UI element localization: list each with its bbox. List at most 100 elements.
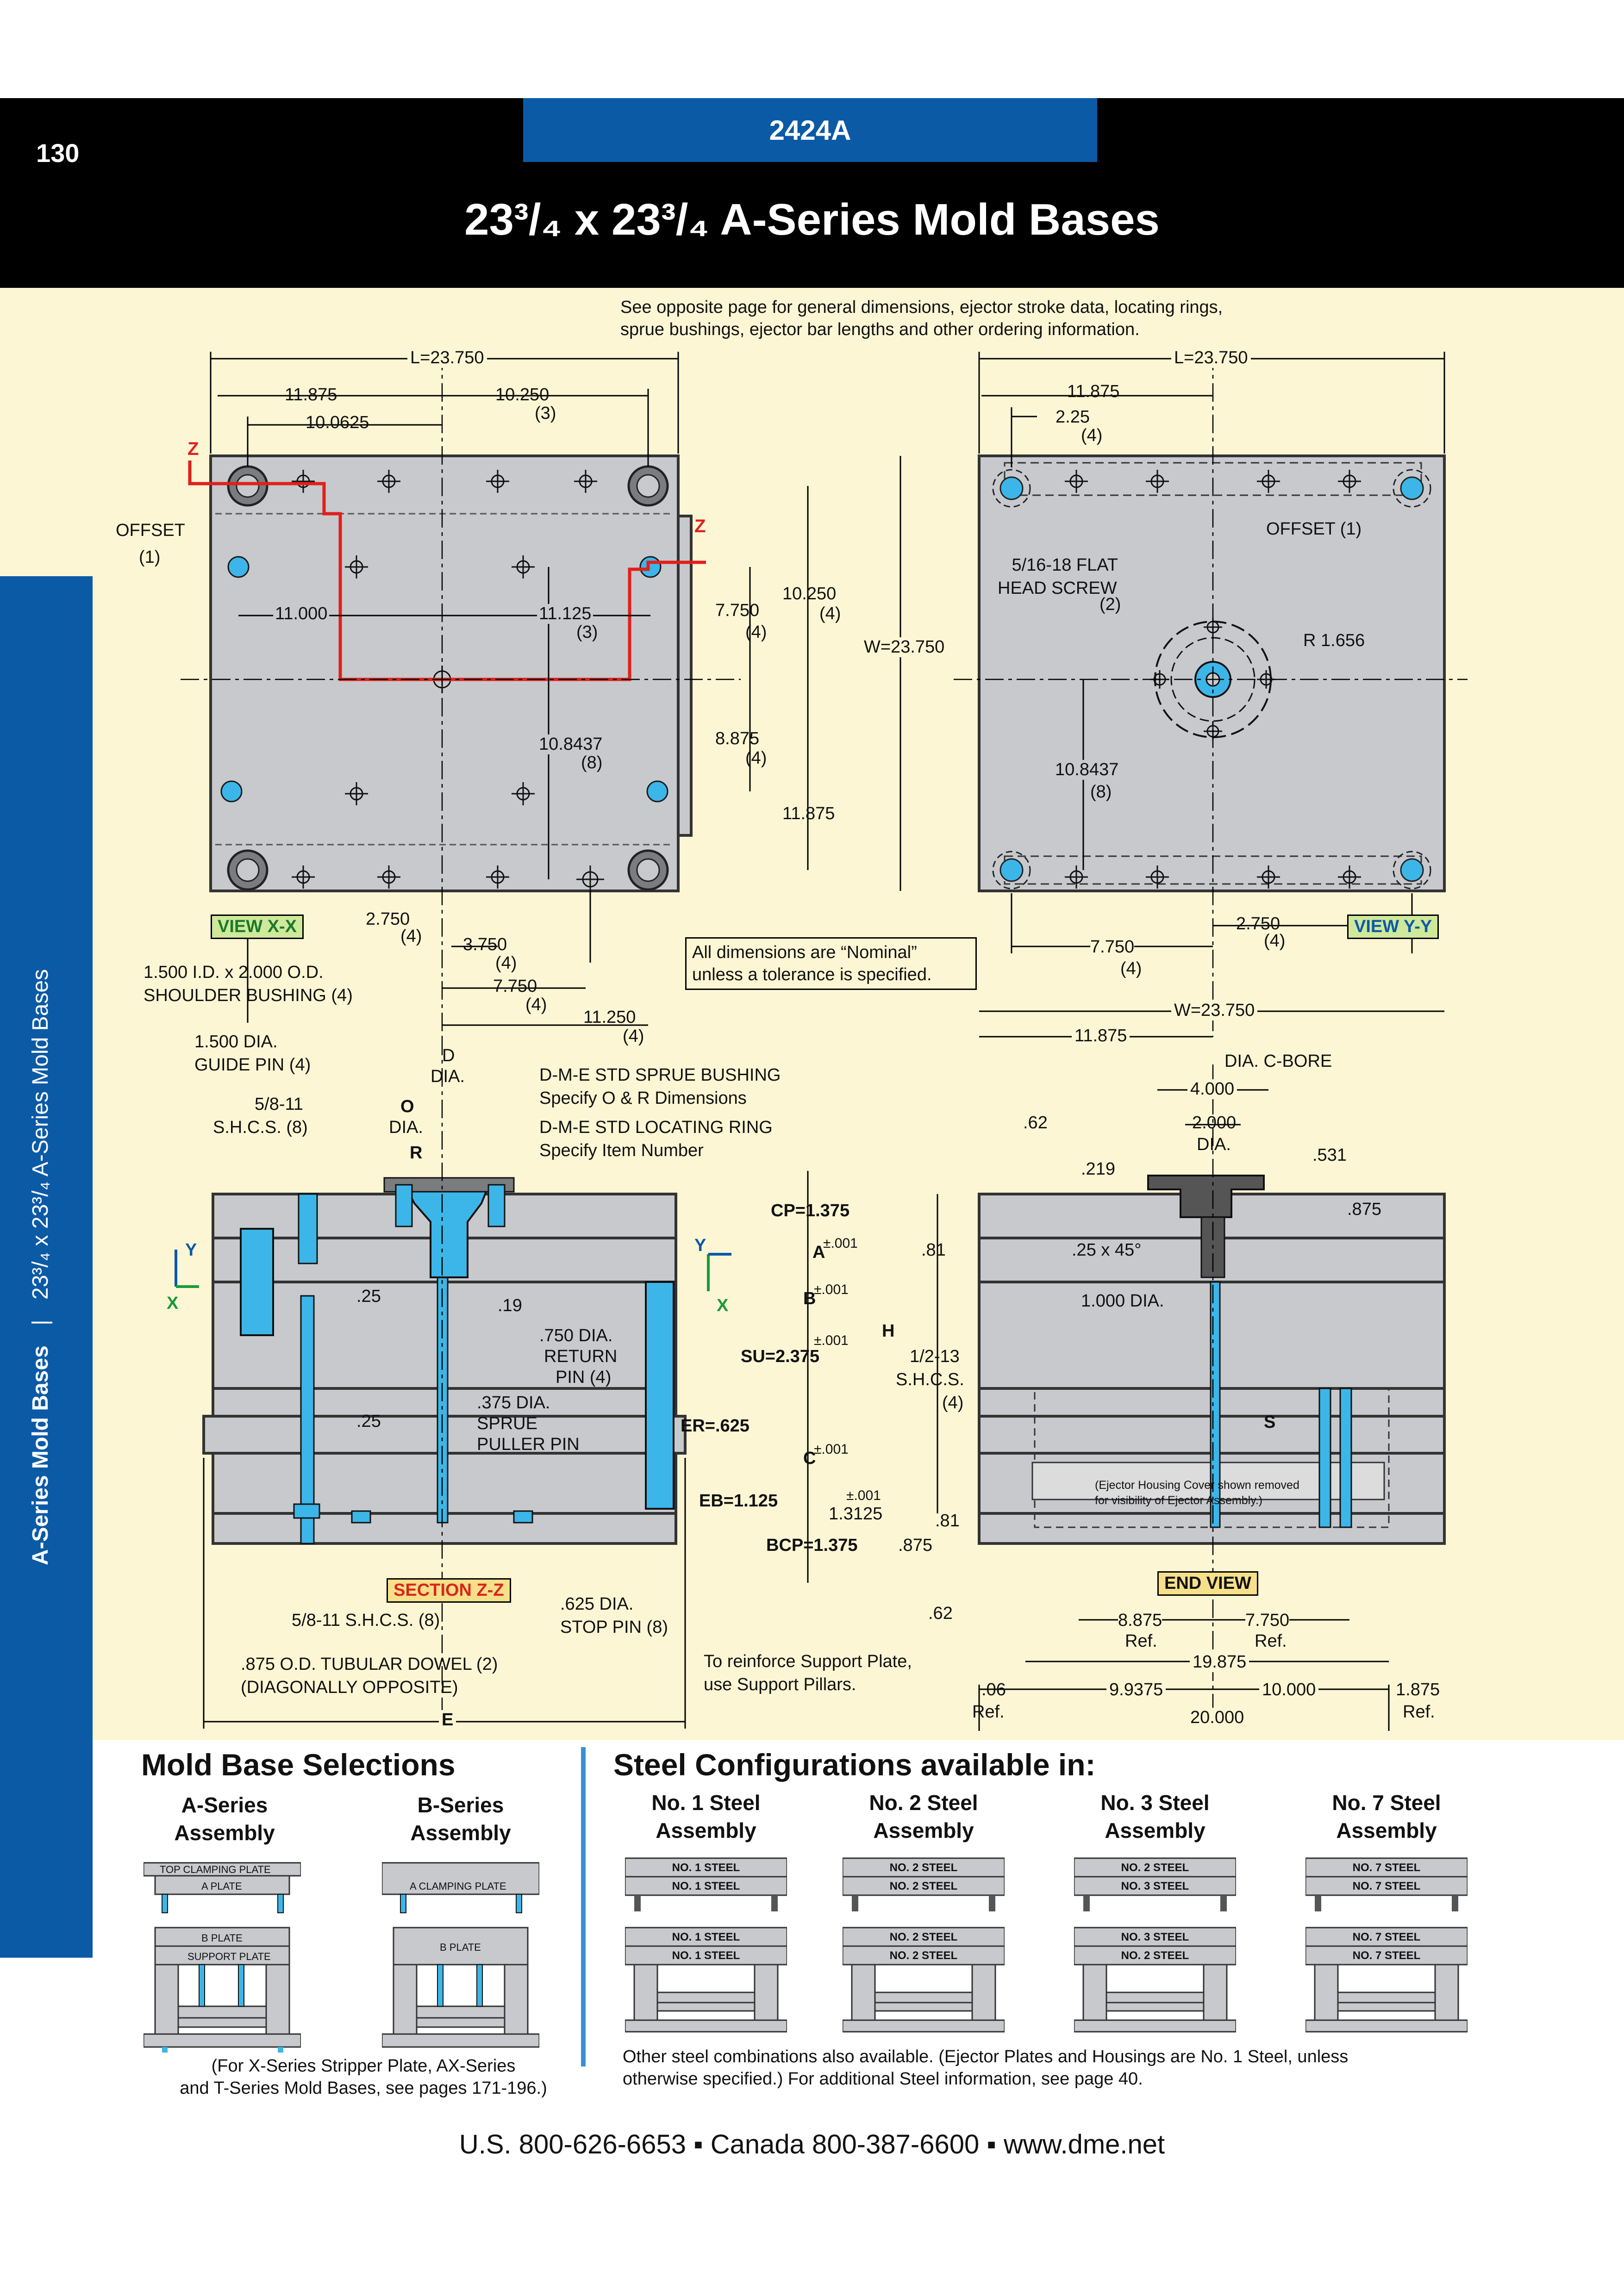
steel-label-top2: NO. 7 STEEL <box>1352 1880 1421 1892</box>
dim-8875-end: 8.875 <box>1118 1611 1162 1630</box>
cbore-label: DIA. C-BORE <box>1224 1052 1332 1071</box>
a-series-diagram: TOP CLAMPING PLATE A PLATE B PLATE SUPPO… <box>143 1858 302 2053</box>
screw-label-1: 5/16-18 FLAT <box>1012 555 1118 575</box>
dim-7750-end: 7.750 <box>1245 1611 1290 1630</box>
steel-note-2: otherwise specified.) For additional Ste… <box>623 2069 1143 2089</box>
a-series-title-2: Assembly <box>174 1821 275 1845</box>
page-number: 130 <box>36 138 80 168</box>
d-dia-label: D <box>442 1046 455 1065</box>
view-xx-label: VIEW X-X <box>211 915 304 939</box>
footer-contact: U.S. 800-626-6653 ▪ Canada 800-387-6600 … <box>459 2129 1165 2159</box>
dim-1875: 1.875 <box>1396 1680 1440 1699</box>
steel-column-title-2: Assembly <box>1105 1818 1206 1842</box>
bushing-callout-2: SHOULDER BUSHING (4) <box>144 986 353 1005</box>
steel-column-title-2: Assembly <box>656 1818 756 1842</box>
section-divider <box>581 1747 586 2066</box>
steel-label-top2: NO. 1 STEEL <box>672 1880 740 1892</box>
steel-label-top2: NO. 3 STEEL <box>1121 1880 1189 1892</box>
end-view-drawing <box>978 1010 1446 1731</box>
dim-2750-qty: (4) <box>400 927 422 946</box>
axis-x-right: X <box>717 1296 729 1315</box>
dim-su-tol: ±.001 <box>814 1333 849 1348</box>
dowel-callout-1: .875 O.D. TUBULAR DOWEL (2) <box>241 1655 498 1674</box>
dim-3750-qty: (4) <box>495 953 517 973</box>
support-note-line1: To reinforce Support Plate, <box>704 1652 912 1671</box>
support-plate-label: SUPPORT PLATE <box>187 1951 271 1962</box>
dim-e: E <box>439 1710 456 1730</box>
side-tab <box>0 576 93 1958</box>
b-a-clamp-label: A CLAMPING PLATE <box>410 1880 506 1892</box>
dim-1000-dia: 1.000 DIA. <box>1081 1291 1164 1311</box>
steel-label-top1: NO. 2 STEEL <box>889 1861 958 1874</box>
dim-20000: 20.000 <box>1187 1708 1247 1728</box>
steel-column-title-2: Assembly <box>1336 1818 1437 1842</box>
bushing-callout-1: 1.500 I.D. x 2.000 O.D. <box>144 963 324 982</box>
steel-label-bot1: NO. 1 STEEL <box>672 1931 740 1943</box>
steel-column-title-1: No. 7 Steel <box>1332 1791 1441 1815</box>
view-xx-plate <box>181 352 741 1037</box>
radius-label: R 1.656 <box>1303 631 1365 650</box>
ref-2: Ref. <box>1255 1631 1287 1651</box>
dim-10250-qty: (3) <box>535 404 556 423</box>
sprue-callout-1: D-M-E STD SPRUE BUSHING <box>539 1065 781 1085</box>
section-marker-z-left: Z <box>187 439 199 459</box>
b-series-title-2: Assembly <box>410 1821 511 1845</box>
steel-note: Other steel combinations also available.… <box>623 2046 1595 2090</box>
steel-column-title-1: No. 1 Steel <box>651 1791 761 1815</box>
dim-yy-225-qty: (4) <box>1081 426 1103 445</box>
dim-219: .219 <box>1081 1159 1115 1179</box>
dim-19875: 19.875 <box>1190 1652 1249 1672</box>
guide-pin-callout-1: 1.500 DIA. <box>194 1032 278 1052</box>
b-series-diagram: A CLAMPING PLATE B PLATE <box>381 1858 540 2053</box>
dim-7750-qty: (4) <box>745 622 767 642</box>
dowel-callout-2: (DIAGONALLY OPPOSITE) <box>241 1678 458 1697</box>
cover-note-2: for visibility of Ejector Assembly.) <box>1095 1494 1263 1507</box>
dim-100625: 10.0625 <box>306 413 369 432</box>
dim-11875-v: 11.875 <box>782 804 835 823</box>
steel-column-title-2: Assembly <box>873 1818 974 1842</box>
dim-62b: .62 <box>928 1604 953 1623</box>
view-yy-label: VIEW Y-Y <box>1347 915 1439 939</box>
support-note-line2: use Support Pillars. <box>704 1675 856 1694</box>
dim-25b: .25 <box>356 1412 381 1431</box>
intro-note-line2: sprue bushings, ejector bar lengths and … <box>620 320 1140 339</box>
b-plate-label: B PLATE <box>201 1932 243 1944</box>
axis-x-left: X <box>167 1294 179 1313</box>
ring-callout-2: Specify Item Number <box>539 1141 704 1160</box>
dim-81a: .81 <box>921 1240 946 1260</box>
dim-62a: .62 <box>1023 1113 1048 1132</box>
dim-l-yy: L=23.750 <box>1171 348 1251 368</box>
cover-note-1: (Ejector Housing Cover shown removed <box>1095 1479 1299 1492</box>
dim-10000: 10.000 <box>1259 1680 1319 1700</box>
dim-end-11875: 11.875 <box>1072 1026 1130 1046</box>
steel-label-bot1: NO. 3 STEEL <box>1121 1931 1189 1943</box>
o-dia-label: O <box>400 1097 414 1116</box>
offset-label: OFFSET <box>116 521 185 540</box>
section-marker-z-right: Z <box>694 516 706 536</box>
o-dia-label-2: DIA. <box>389 1118 423 1137</box>
return-pin-1: .750 DIA. <box>539 1326 613 1345</box>
shcs-low-callout: 5/8-11 S.H.C.S. (8) <box>292 1611 440 1630</box>
dim-a-tol: ±.001 <box>823 1236 858 1251</box>
dim-c: C <box>803 1449 816 1468</box>
dim-w-end: W=23.750 <box>1171 1001 1258 1020</box>
steel-label-bot2: NO. 2 STEEL <box>1121 1949 1189 1962</box>
dim-yy-2750-qty: (4) <box>1264 931 1286 951</box>
dim-3750: 3.750 <box>463 935 507 954</box>
steel-label-top2: NO. 2 STEEL <box>889 1880 958 1892</box>
guide-pin-callout-2: GUIDE PIN (4) <box>194 1055 311 1075</box>
shcs-end-2: S.H.C.S. <box>896 1370 964 1389</box>
dim-w-xx: W=23.750 <box>861 637 948 657</box>
dim-7750-h-qty: (4) <box>525 995 547 1014</box>
dim-2750: 2.750 <box>366 909 410 929</box>
dim-8875: 8.875 <box>715 729 760 748</box>
shcs-callout-1: 5/8-11 <box>255 1095 303 1114</box>
steel-label-bot1: NO. 2 STEEL <box>889 1931 958 1943</box>
dim-108437-qty: (8) <box>581 753 603 772</box>
dim-s: S <box>1264 1412 1276 1432</box>
sprue-callout-2: Specify O & R Dimensions <box>539 1089 747 1108</box>
dim-eb-tol: ±.001 <box>846 1488 881 1503</box>
r-label: R <box>410 1143 423 1163</box>
dim-yy-7750-qty: (4) <box>1120 959 1142 978</box>
